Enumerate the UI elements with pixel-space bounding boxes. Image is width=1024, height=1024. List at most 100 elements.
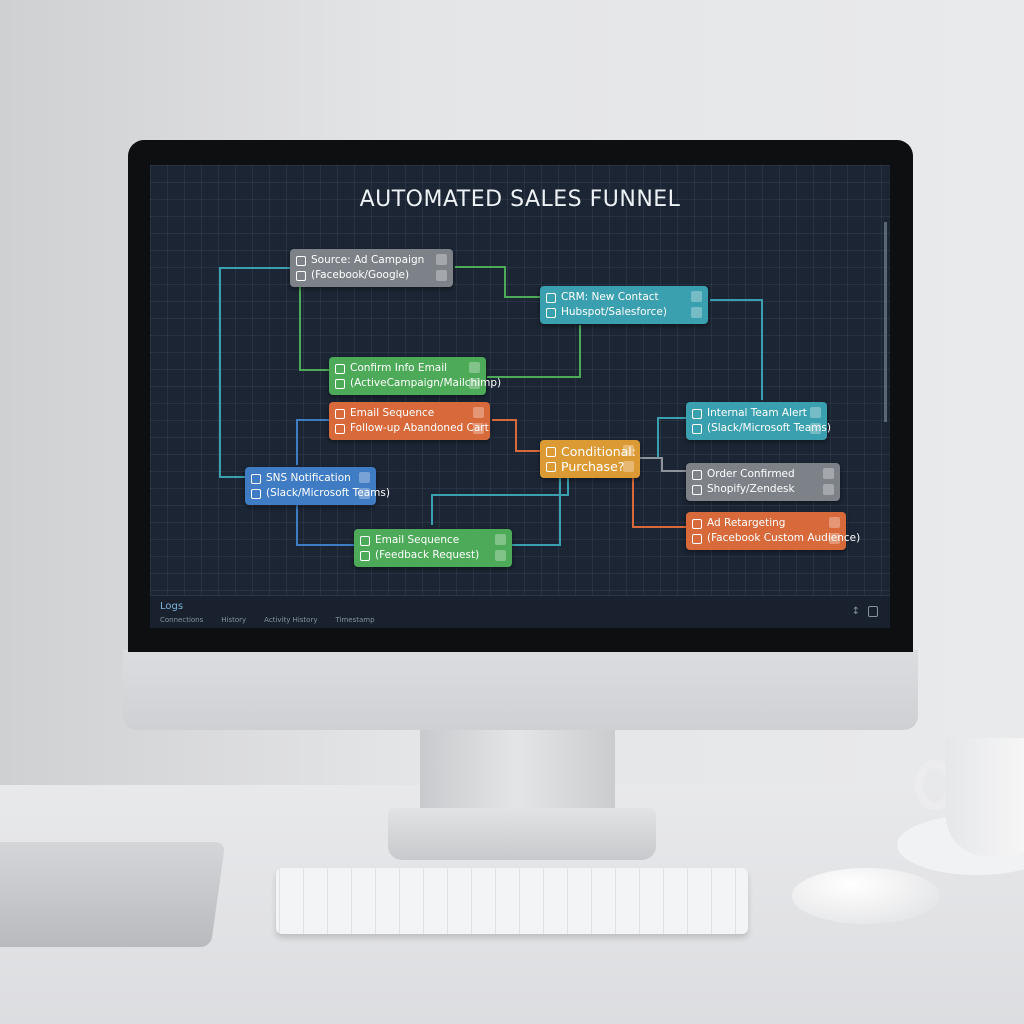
node-source[interactable]: Source: Ad Campaign (Facebook/Google) [290, 249, 453, 287]
node-settings-icon[interactable] [623, 461, 634, 472]
connector [492, 419, 540, 452]
node-type-icon [546, 461, 556, 472]
node-action-icon[interactable] [691, 291, 702, 302]
coffee-cup [946, 738, 1024, 856]
node-type-icon [296, 270, 306, 281]
node-subtitle: (Facebook/Google) [311, 269, 410, 281]
node-retarget[interactable]: Ad Retargeting (Facebook Custom Audience… [686, 512, 860, 550]
connector [512, 477, 561, 546]
node-type-icon [360, 550, 370, 561]
keyboard [276, 868, 748, 934]
node-type-icon [251, 488, 261, 499]
node-action-icon[interactable] [810, 407, 821, 418]
node-action-icon[interactable] [436, 254, 447, 265]
logs-label: Logs [160, 601, 184, 612]
target-icon [692, 518, 702, 529]
logs-tab[interactable]: Activity History [264, 616, 318, 624]
node-type-icon [335, 378, 345, 389]
contact-icon [546, 292, 556, 303]
node-type-icon [692, 533, 702, 544]
node-title: Source: Ad Campaign [311, 254, 425, 266]
node-title: SNS Notification [266, 472, 351, 484]
check-icon [692, 469, 702, 480]
node-settings-icon[interactable] [436, 270, 447, 281]
node-settings-icon[interactable] [823, 484, 834, 495]
node-title: Order Confirmed [707, 468, 795, 480]
node-title: Internal Team Alert [707, 407, 807, 419]
page-title: AUTOMATED SALES FUNNEL [359, 187, 681, 212]
node-title: Ad Retargeting [707, 517, 786, 529]
connector [640, 457, 686, 472]
node-subtitle: (Slack/Microsoft Teams) [266, 487, 390, 499]
node-subtitle: (Feedback Request) [375, 549, 480, 561]
node-settings-icon[interactable] [473, 423, 484, 434]
connector [632, 477, 686, 528]
node-sns[interactable]: SNS Notification (Slack/Microsoft Teams) [245, 467, 390, 505]
node-action-icon[interactable] [469, 362, 480, 373]
monitor-chin [123, 650, 918, 730]
alert-icon [692, 408, 702, 419]
node-title: Confirm Info Email [350, 362, 448, 374]
monitor-stand [420, 730, 615, 820]
sort-icon[interactable]: ↕ [851, 606, 860, 617]
node-confirm[interactable]: Confirm Info Email (ActiveCampaign/Mailc… [329, 357, 501, 395]
logs-tabs: Connections History Activity History Tim… [160, 616, 375, 624]
node-email-seq-2[interactable]: Email Sequence (Feedback Request) [354, 529, 512, 567]
facebook-icon [296, 255, 306, 266]
logs-tab[interactable]: Timestamp [335, 616, 375, 624]
node-settings-icon[interactable] [691, 307, 702, 318]
node-action-icon[interactable] [823, 468, 834, 479]
node-subtitle: (ActiveCampaign/Mailchimp) [350, 377, 502, 389]
connectors [219, 266, 763, 546]
scrollbar[interactable] [884, 222, 887, 422]
node-type-icon [546, 307, 556, 318]
node-email-seq-1[interactable]: Email Sequence Follow-up Abandoned Cart [329, 402, 490, 440]
node-settings-icon[interactable] [495, 550, 506, 561]
sequence-icon [335, 408, 345, 419]
node-settings-icon[interactable] [810, 423, 821, 434]
connector [219, 267, 290, 478]
node-settings-icon[interactable] [469, 378, 480, 389]
node-subtitle: Follow-up Abandoned Cart [350, 422, 489, 434]
email-icon [335, 363, 345, 374]
node-conditional[interactable]: Conditional: Purchase? [540, 440, 640, 478]
email-icon [360, 535, 370, 546]
node-title: Email Sequence [375, 534, 460, 546]
node-title: Email Sequence [350, 407, 435, 419]
node-type-icon [692, 423, 702, 434]
node-internal-alert[interactable]: Internal Team Alert (Slack/Microsoft Tea… [686, 402, 831, 440]
node-order[interactable]: Order Confirmed Shopify/Zendesk [686, 463, 840, 501]
node-type-icon [692, 484, 702, 495]
notification-icon [251, 473, 261, 484]
node-action-icon[interactable] [829, 517, 840, 528]
connector [296, 419, 329, 465]
node-action-icon[interactable] [623, 445, 634, 456]
node-action-icon[interactable] [359, 472, 370, 483]
mouse [792, 868, 940, 924]
node-subtitle: Hubspot/Salesforce) [561, 306, 667, 318]
settings-icon[interactable] [868, 606, 878, 617]
node-title: Conditional: [561, 444, 636, 459]
logs-panel: Logs Connections History Activity Histor… [150, 595, 890, 628]
connector [431, 477, 569, 525]
logs-tab[interactable]: Connections [160, 616, 204, 624]
monitor-base [388, 808, 656, 860]
connector [640, 417, 686, 459]
node-action-icon[interactable] [473, 407, 484, 418]
connector [296, 505, 354, 546]
node-action-icon[interactable] [495, 534, 506, 545]
node-type-icon [335, 423, 345, 434]
connector [710, 299, 763, 400]
connector [455, 266, 540, 298]
workflow-canvas[interactable]: AUTOMATED SALES FUNNEL Source: Ad Campai… [150, 165, 890, 628]
logs-tab[interactable]: History [221, 616, 247, 624]
connector [487, 325, 581, 378]
connector [299, 287, 329, 371]
condition-icon [546, 446, 556, 457]
node-crm[interactable]: CRM: New Contact Hubspot/Salesforce) [540, 286, 708, 324]
node-settings-icon[interactable] [359, 488, 370, 499]
node-settings-icon[interactable] [829, 533, 840, 544]
laptop [0, 842, 226, 947]
node-subtitle: Shopify/Zendesk [707, 483, 795, 495]
node-subtitle: Purchase? [561, 459, 625, 474]
